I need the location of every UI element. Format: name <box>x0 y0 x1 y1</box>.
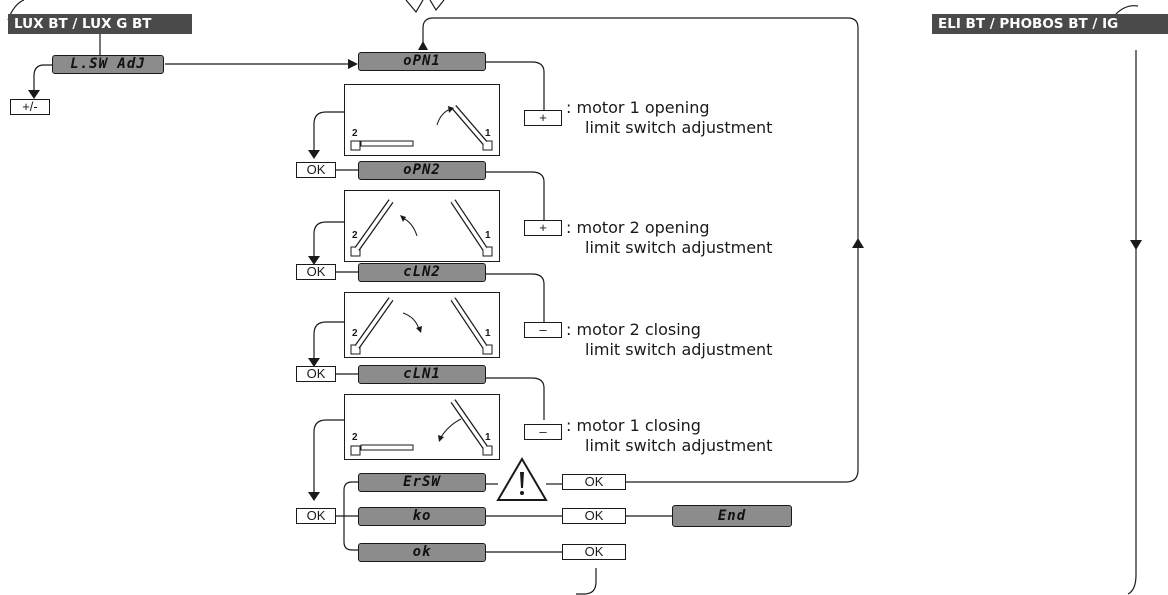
ok-key-to-confirm[interactable]: OK <box>296 508 336 524</box>
plus-key-motor2-opening[interactable]: + <box>524 220 562 236</box>
step-desc-line1: : motor 1 closing <box>566 416 701 435</box>
arrow-into-opn1 <box>348 59 358 69</box>
ok-key-to-cln1[interactable]: OK <box>296 366 336 382</box>
display-ersw: ErSW <box>358 473 486 492</box>
step-desc-line2: limit switch adjustment <box>585 118 773 137</box>
step-desc-line1: : motor 2 closing <box>566 320 701 339</box>
step-desc-line1: : motor 2 opening <box>566 218 710 237</box>
ok-key-ko[interactable]: OK <box>562 508 626 524</box>
step-desc-line2: limit switch adjustment <box>585 238 773 257</box>
display-ok: ok <box>358 543 486 562</box>
gate-label-motor-1: 1 <box>485 328 491 339</box>
gate-label-motor-1: 1 <box>485 432 491 443</box>
step-desc-motor2-closing: : motor 2 closing limit switch adjustmen… <box>566 320 772 360</box>
gate-label-motor-2: 2 <box>352 328 358 339</box>
minus-key-motor2-closing[interactable]: – <box>524 322 562 338</box>
step-desc-motor1-opening: : motor 1 opening limit switch adjustmen… <box>566 98 772 138</box>
step-desc-motor2-opening: : motor 2 opening limit switch adjustmen… <box>566 218 772 258</box>
gate-label-motor-2: 2 <box>352 432 358 443</box>
gate-panel-motor2-opening: 2 1 <box>344 190 500 262</box>
header-lux-models: LUX BT / LUX G BT <box>8 14 192 34</box>
plus-minus-key[interactable]: +/- <box>10 99 50 115</box>
ok-key-to-cln2[interactable]: OK <box>296 264 336 280</box>
ok-key-ersw[interactable]: OK <box>562 474 626 490</box>
step-desc-motor1-closing: : motor 1 closing limit switch adjustmen… <box>566 416 772 456</box>
display-cln2: cLN2 <box>358 263 486 282</box>
display-opn2: oPN2 <box>358 161 486 180</box>
ok-key-ok[interactable]: OK <box>562 544 626 560</box>
display-ko: ko <box>358 507 486 526</box>
gate-label-motor-2: 2 <box>352 230 358 241</box>
step-desc-line2: limit switch adjustment <box>585 340 773 359</box>
display-lsw-adj: L.SW AdJ <box>52 55 164 74</box>
gate-panel-motor2-closing: 2 1 <box>344 292 500 358</box>
gate-panel-motor1-closing: 2 1 <box>344 394 500 460</box>
minus-key-motor1-closing[interactable]: – <box>524 424 562 440</box>
step-desc-line1: : motor 1 opening <box>566 98 710 117</box>
gate-panel-motor1-opening: 2 1 <box>344 84 500 156</box>
display-end: End <box>672 505 792 527</box>
ok-key-to-opn2[interactable]: OK <box>296 162 336 178</box>
header-eli-models: ELI BT / PHOBOS BT / IG <box>932 14 1168 34</box>
display-opn1: oPN1 <box>358 52 486 71</box>
gate-label-motor-1: 1 <box>485 230 491 241</box>
gate-label-motor-2: 2 <box>352 128 358 139</box>
warning-triangle-icon <box>496 457 548 501</box>
plus-key-motor1-opening[interactable]: + <box>524 110 562 126</box>
step-desc-line2: limit switch adjustment <box>585 436 773 455</box>
gate-label-motor-1: 1 <box>485 128 491 139</box>
display-cln1: cLN1 <box>358 365 486 384</box>
